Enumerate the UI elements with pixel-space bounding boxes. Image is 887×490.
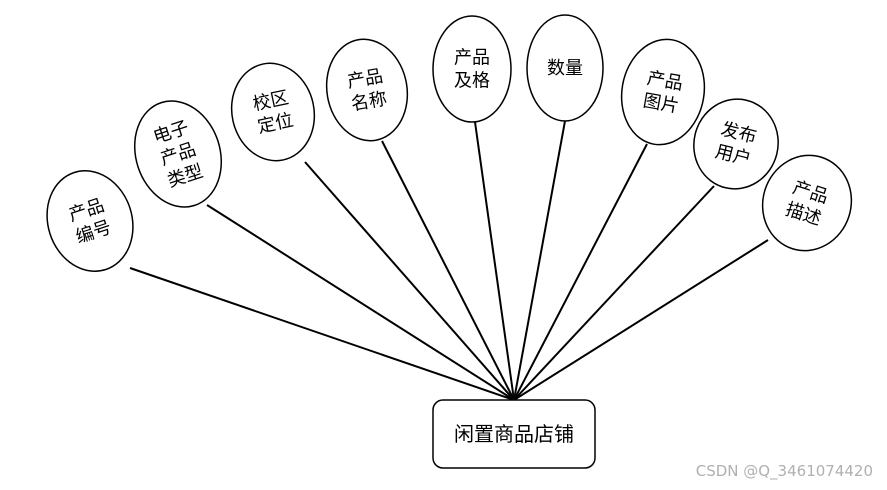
watermark: CSDN @Q_3461074420 — [695, 462, 873, 480]
connector-line — [474, 121, 515, 401]
connector-line — [381, 140, 515, 401]
attribute-ellipse — [230, 62, 316, 162]
attribute-ellipse — [693, 98, 779, 190]
attribute-ellipse — [133, 100, 223, 208]
connector-lines — [129, 120, 769, 401]
connector-line — [513, 239, 769, 401]
connector-line — [304, 161, 515, 401]
attribute-ellipse — [46, 170, 134, 272]
attribute-ellipse — [526, 14, 604, 122]
entity-label: 闲置商品店铺 — [454, 422, 574, 446]
attribute-group: 产品编号电子产品类型校区定位产品名称产品及格数量产品图片发布用户产品描述 — [46, 14, 853, 272]
connector-line — [129, 267, 515, 401]
entity-rectangle — [432, 399, 596, 469]
entity-box: 闲置商品店铺 — [432, 399, 596, 469]
connector-line — [513, 143, 648, 401]
attribute-ellipse — [432, 15, 512, 123]
attribute-label: 数量 — [547, 58, 583, 79]
attribute-ellipse — [620, 38, 706, 146]
connector-line — [206, 204, 515, 401]
attribute-ellipse — [325, 38, 409, 142]
connector-line — [513, 185, 715, 401]
connector-line — [513, 120, 566, 401]
attribute-node: 数量 — [526, 14, 604, 122]
attribute-label: 产品 — [454, 48, 490, 69]
attribute-label: 及格 — [454, 71, 490, 92]
attribute-ellipse — [761, 154, 853, 252]
